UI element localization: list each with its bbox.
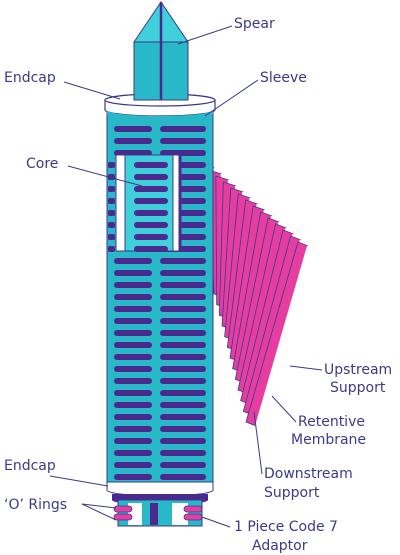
sleeve-slot: [160, 390, 206, 396]
core-slot: [134, 246, 168, 252]
sleeve-slot: [114, 366, 152, 372]
labels: Spear Endcap Sleeve Core Upstream Suppor…: [4, 16, 392, 554]
sleeve-slot: [114, 462, 152, 468]
sleeve-slot: [160, 366, 206, 372]
pleated-membrane: [185, 151, 309, 427]
sleeve-slot: [114, 318, 152, 324]
sleeve-slot: [160, 378, 206, 384]
sleeve-slot: [114, 270, 152, 276]
sleeve-slot: [114, 438, 152, 444]
sleeve-slot: [160, 474, 206, 480]
sleeve-slot: [160, 438, 206, 444]
sleeve-slot: [160, 294, 206, 300]
sleeve-slot: [114, 306, 152, 312]
core-slot: [134, 234, 168, 240]
sleeve-slot: [114, 282, 152, 288]
cartridge-body: [106, 101, 214, 483]
label-upstream-2: Support: [330, 380, 386, 396]
pleat-membrane-edge: [255, 245, 309, 427]
label-endcap-top: Endcap: [4, 70, 56, 86]
sleeve-slot: [108, 210, 115, 216]
sleeve-slot: [114, 126, 152, 132]
sleeve-slot: [160, 270, 206, 276]
label-upstream-1: Upstream: [324, 362, 392, 378]
core-slots: [134, 162, 168, 252]
label-retentive-1: Retentive: [298, 414, 365, 430]
sleeve-slot: [160, 258, 206, 264]
label-core: Core: [26, 156, 58, 172]
sleeve-slot: [160, 450, 206, 456]
sleeve-slot: [160, 462, 206, 468]
sleeve-slot: [160, 342, 206, 348]
label-adaptor-1: 1 Piece Code 7: [234, 519, 338, 535]
sleeve-slot: [160, 354, 206, 360]
o-rings: [113, 505, 203, 521]
sleeve-slot: [108, 222, 115, 228]
sleeve-slots: [108, 126, 206, 480]
sleeve-slot: [114, 402, 152, 408]
leader-lines: [49, 25, 323, 528]
label-downstream-1: Downstream: [264, 466, 353, 482]
sleeve-slot: [114, 378, 152, 384]
core-slot: [134, 210, 168, 216]
sleeve-slot: [114, 294, 152, 300]
label-o-rings: ‘O’ Rings: [4, 497, 67, 513]
core-slot: [134, 162, 168, 168]
spear: [133, 1, 189, 101]
sleeve-slot: [114, 390, 152, 396]
label-spear: Spear: [234, 16, 275, 32]
sleeve-slot: [160, 126, 206, 132]
sleeve-slot: [160, 426, 206, 432]
core-slot: [134, 198, 168, 204]
sleeve-slot: [160, 138, 206, 144]
label-endcap-bottom: Endcap: [4, 458, 56, 474]
sleeve-slot: [114, 474, 152, 480]
adaptor: [117, 499, 203, 527]
sleeve-slot: [160, 330, 206, 336]
sleeve-slot: [114, 258, 152, 264]
sleeve-slot: [108, 186, 115, 192]
sleeve-slot: [108, 198, 115, 204]
sleeve-slot: [114, 426, 152, 432]
sleeve-slot: [114, 330, 152, 336]
label-sleeve: Sleeve: [260, 70, 307, 86]
core-slot: [134, 186, 168, 192]
sleeve-slot: [114, 342, 152, 348]
sleeve-slot: [114, 354, 152, 360]
sleeve-slot: [160, 318, 206, 324]
sleeve-slot: [160, 282, 206, 288]
sleeve-slot: [160, 402, 206, 408]
sleeve-slot: [108, 162, 115, 168]
sleeve-slot: [108, 246, 115, 252]
label-downstream-2: Support: [264, 485, 320, 501]
core-slot: [134, 222, 168, 228]
sleeve-slot: [160, 414, 206, 420]
sleeve-slot: [160, 306, 206, 312]
core-slot: [134, 174, 168, 180]
label-retentive-2: Membrane: [291, 432, 366, 448]
sleeve-slot: [108, 234, 115, 240]
sleeve-slot: [114, 138, 152, 144]
label-adaptor-2: Adaptor: [252, 538, 308, 554]
sleeve-slot: [114, 450, 152, 456]
sleeve-slot: [114, 414, 152, 420]
